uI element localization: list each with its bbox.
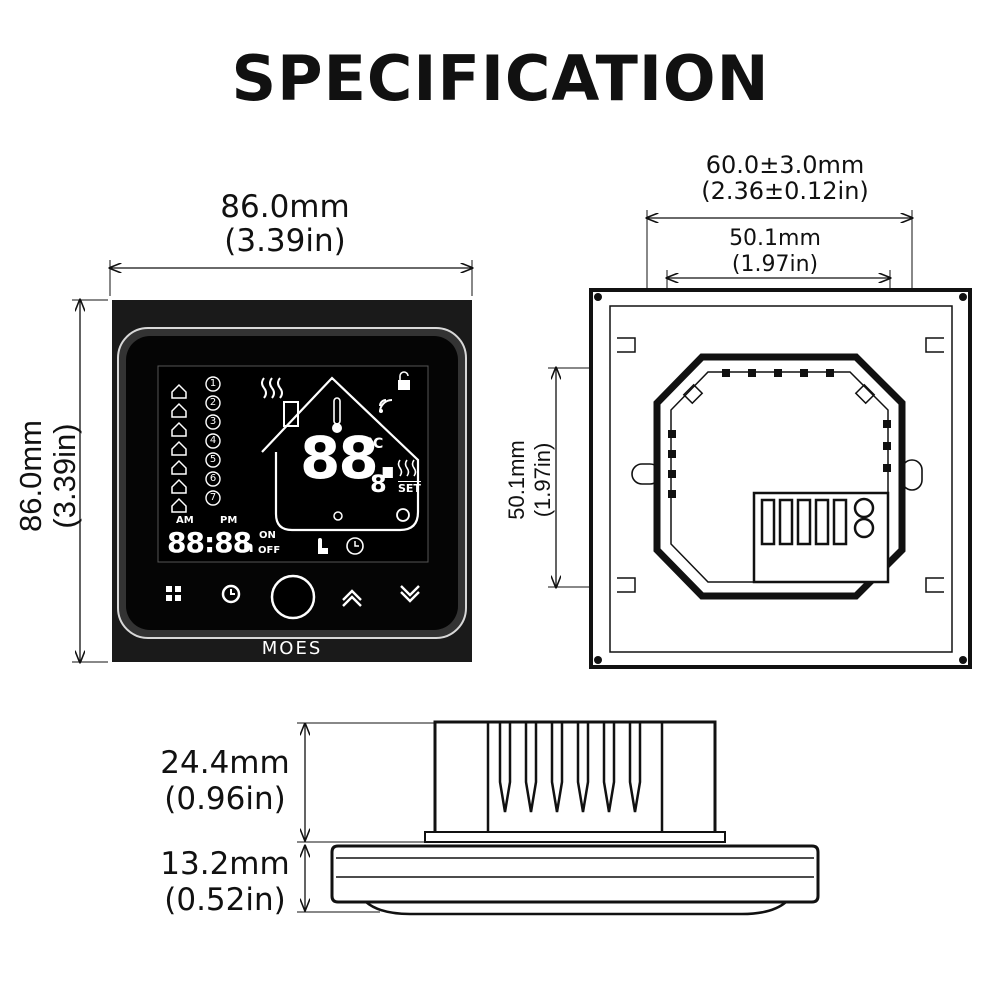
side-depth-front-in: (0.52in) [164, 882, 286, 918]
front-width-mm: 86.0mm [220, 189, 350, 225]
side-depth-back-mm: 24.4mm [160, 745, 290, 781]
program-number-2: 2 [209, 397, 217, 408]
lcd-clock-suffix: h [243, 538, 254, 556]
lcd-off-label: OFF [258, 545, 281, 556]
side-depth-front-label: 13.2mm (0.52in) [150, 846, 300, 918]
program-number-4: 4 [209, 435, 217, 446]
lcd-set-label: SET [398, 482, 421, 495]
side-depth-back-label: 24.4mm (0.96in) [150, 745, 300, 817]
back-outer-width-mm: 60.0±3.0mm [705, 151, 865, 179]
front-width-label: 86.0mm (3.39in) [185, 190, 385, 258]
lcd-pm-label: PM [220, 515, 238, 526]
side-view [297, 720, 820, 916]
front-width-in: (3.39in) [224, 223, 346, 259]
back-outer-width-label: 60.0±3.0mm (2.36±0.12in) [665, 152, 905, 204]
program-number-5: 5 [209, 454, 217, 465]
program-number-7: 7 [209, 492, 217, 503]
lcd-temperature-decimal: 8 [370, 470, 387, 498]
program-number-6: 6 [209, 473, 217, 484]
front-view [72, 260, 472, 662]
brand-logo: MOES [261, 638, 323, 659]
lcd-am-label: AM [176, 515, 194, 526]
back-view [548, 210, 972, 669]
page-title: SPECIFICATION [231, 42, 770, 115]
back-inner-width-mm: 50.1mm [729, 226, 821, 251]
program-number-1: 1 [209, 378, 217, 389]
lcd-temperature: 88. [300, 424, 399, 492]
side-depth-back-in: (0.96in) [164, 781, 286, 817]
lcd-clock: 88:88 [167, 526, 252, 559]
side-depth-front-mm: 13.2mm [160, 846, 290, 882]
lcd-on-label: ON [259, 530, 276, 541]
lcd-unit: °C [366, 436, 384, 452]
program-number-3: 3 [209, 416, 217, 427]
back-outer-width-in: (2.36±0.12in) [701, 177, 869, 205]
